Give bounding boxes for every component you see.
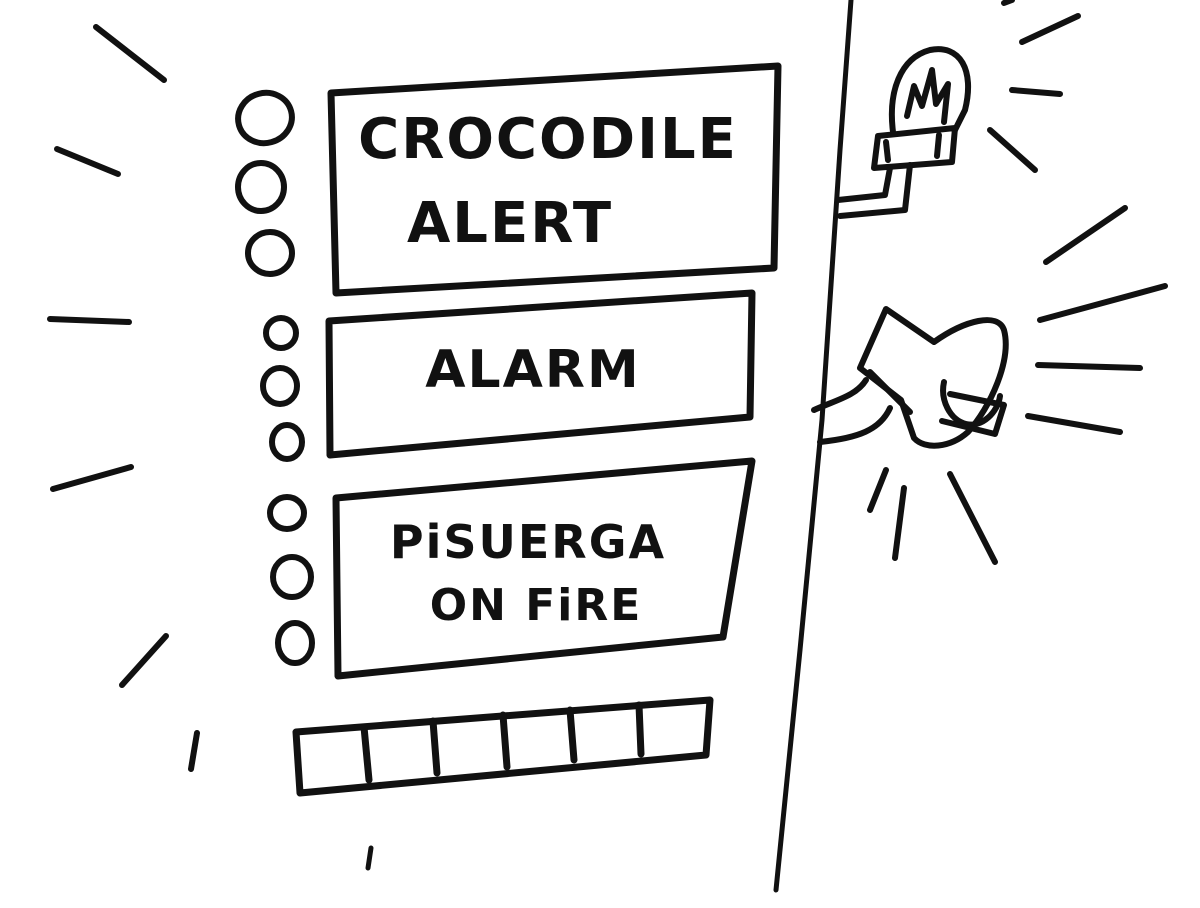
- segment-bar: [292, 696, 714, 797]
- indicator-lights: [235, 89, 315, 666]
- siren-horn-icon: [811, 306, 1009, 449]
- left-radiating-lines: [47, 24, 200, 772]
- panel-pisuerga-on-fire-line-1: PiSUERGA: [390, 515, 666, 569]
- horn-rays: [867, 205, 1168, 565]
- bulb-rays: [987, 0, 1081, 173]
- panel-crocodile-alert-line-2: ALERT: [407, 191, 613, 256]
- panel-alarm-line-1: ALARM: [425, 340, 640, 400]
- stray-marks: [365, 845, 374, 871]
- panel-pisuerga-on-fire: PiSUERGA ON FiRE: [332, 457, 756, 680]
- wall-divider-line: [773, 0, 854, 893]
- panel-pisuerga-on-fire-line-2: ON FiRE: [430, 580, 643, 631]
- panel-alarm: ALARM: [325, 289, 756, 459]
- panel-crocodile-alert-line-1: CROCODILE: [358, 107, 738, 172]
- light-bulb-icon: [835, 46, 972, 219]
- panel-crocodile-alert: CROCODILE ALERT: [327, 62, 782, 297]
